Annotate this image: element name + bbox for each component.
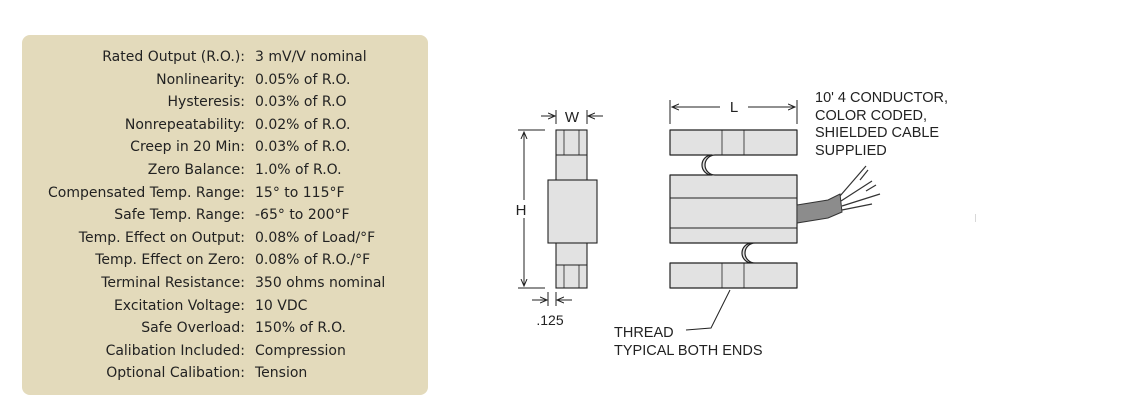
spec-label: Calibation Included: bbox=[105, 342, 245, 359]
cable-note-line-2: COLOR CODED, bbox=[815, 108, 927, 124]
spec-row: Temp. Effect on Output: 0.08% of Load/°F bbox=[22, 227, 428, 250]
spec-row: Safe Overload: 150% of R.O. bbox=[22, 317, 428, 340]
spec-row: Temp. Effect on Zero: 0.08% of R.O./°F bbox=[22, 249, 428, 272]
spec-label: Hysteresis: bbox=[167, 94, 245, 111]
spec-label: Nonlinearity: bbox=[156, 71, 245, 88]
w-dimension bbox=[541, 110, 603, 124]
spec-value: 0.08% of R.O./°F bbox=[255, 252, 371, 269]
dimension-w-label: W bbox=[565, 109, 580, 126]
spec-label: Zero Balance: bbox=[147, 161, 245, 178]
h-dimension bbox=[518, 129, 545, 289]
spec-label: Rated Output (R.O.): bbox=[102, 49, 245, 65]
spec-row: Creep in 20 Min: 0.03% of R.O. bbox=[22, 136, 428, 159]
spec-row: Safe Temp. Range: -65° to 200°F bbox=[22, 204, 428, 227]
thread-note: THREAD TYPICAL BOTH ENDS bbox=[614, 325, 763, 359]
spec-value: 350 ohms nominal bbox=[255, 274, 386, 291]
cable-note-line-4: SUPPLIED bbox=[815, 143, 887, 159]
s-beam-body bbox=[669, 129, 798, 289]
cable bbox=[796, 165, 881, 224]
dimension-thickness-label: .125 bbox=[536, 312, 563, 328]
thread-note-line-1: THREAD bbox=[614, 325, 674, 341]
spec-value: 10 VDC bbox=[255, 297, 308, 314]
cable-note-line-1: 10' 4 CONDUCTOR, bbox=[815, 90, 948, 106]
dimension-h-label: H bbox=[516, 202, 527, 219]
spec-value: 0.02% of R.O. bbox=[255, 116, 351, 133]
thickness-dimension bbox=[532, 292, 572, 306]
lower-thread-hole bbox=[721, 263, 745, 288]
spec-row: Compensated Temp. Range: 15° to 115°F bbox=[22, 182, 428, 205]
cable-note-line-3: SHIELDED CABLE bbox=[815, 125, 939, 141]
spec-label: Optional Calibation: bbox=[106, 365, 245, 382]
spec-value: 150% of R.O. bbox=[255, 320, 346, 337]
spec-label: Creep in 20 Min: bbox=[130, 139, 245, 156]
side-view bbox=[547, 129, 598, 289]
spec-value: 0.05% of R.O. bbox=[255, 71, 351, 88]
spec-row: Optional Calibation: Tension bbox=[22, 362, 428, 385]
spec-value: 3 mV/V nominal bbox=[255, 49, 367, 65]
spec-label: Compensated Temp. Range: bbox=[48, 184, 245, 201]
spec-label: Safe Temp. Range: bbox=[114, 207, 245, 224]
spec-label: Nonrepeatability: bbox=[124, 116, 245, 133]
spec-value: Tension bbox=[255, 365, 308, 382]
spec-label: Temp. Effect on Output: bbox=[78, 229, 245, 246]
spec-row: Terminal Resistance: 350 ohms nominal bbox=[22, 272, 428, 295]
thread-leader-line bbox=[685, 289, 731, 331]
spec-label: Excitation Voltage: bbox=[113, 297, 245, 314]
spec-label: Safe Overload: bbox=[141, 320, 245, 337]
spec-row: Nonrepeatability: 0.02% of R.O. bbox=[22, 114, 428, 137]
side-view-strain-block bbox=[547, 179, 598, 244]
spec-value: Compression bbox=[255, 342, 346, 359]
upper-thread-hole bbox=[721, 130, 745, 155]
spec-row: Calibation Included: Compression bbox=[22, 340, 428, 363]
spec-row: Nonlinearity: 0.05% of R.O. bbox=[22, 69, 428, 92]
spec-row: Rated Output (R.O.): 3 mV/V nominal bbox=[22, 46, 428, 69]
thread-note-line-2: TYPICAL BOTH ENDS bbox=[614, 343, 763, 359]
spec-value: 15° to 115°F bbox=[255, 184, 345, 201]
spec-value: 0.08% of Load/°F bbox=[255, 229, 376, 246]
spec-value: 0.03% of R.O bbox=[255, 94, 347, 111]
spec-row: Hysteresis: 0.03% of R.O bbox=[22, 91, 428, 114]
spec-label: Terminal Resistance: bbox=[101, 274, 245, 291]
spec-value: 1.0% of R.O. bbox=[255, 161, 342, 178]
l-dimension bbox=[669, 100, 798, 124]
front-view bbox=[669, 129, 798, 289]
load-cell-drawing: W H .125 L bbox=[516, 90, 948, 359]
cable-note: 10' 4 CONDUCTOR, COLOR CODED, SHIELDED C… bbox=[815, 90, 948, 159]
divider-mark bbox=[975, 214, 976, 222]
spec-row: Zero Balance: 1.0% of R.O. bbox=[22, 159, 428, 182]
dimension-l-label: L bbox=[730, 99, 738, 116]
spec-row: Excitation Voltage: 10 VDC bbox=[22, 295, 428, 318]
spec-value: -65° to 200°F bbox=[255, 207, 350, 224]
spec-label: Temp. Effect on Zero: bbox=[95, 252, 245, 269]
spec-value: 0.03% of R.O. bbox=[255, 139, 351, 156]
